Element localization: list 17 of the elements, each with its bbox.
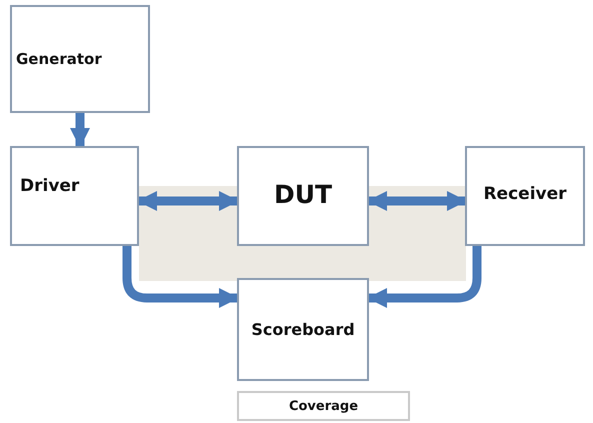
arrow	[137, 191, 239, 211]
process-box	[237, 146, 369, 246]
arrow	[70, 113, 90, 148]
arrow	[367, 191, 467, 211]
box-label: Scoreboard	[251, 320, 355, 339]
arrow	[367, 246, 482, 308]
process-box	[10, 146, 139, 246]
process-box	[10, 5, 150, 113]
box-label: Driver	[20, 176, 80, 196]
process-box	[237, 278, 369, 381]
process-box	[465, 146, 585, 246]
process-box	[237, 391, 410, 421]
box-label: Receiver	[483, 184, 567, 204]
box-label: Generator	[16, 50, 102, 68]
box-label: DUT	[274, 180, 332, 209]
box-label: Coverage	[288, 398, 358, 414]
arrow	[122, 246, 239, 308]
